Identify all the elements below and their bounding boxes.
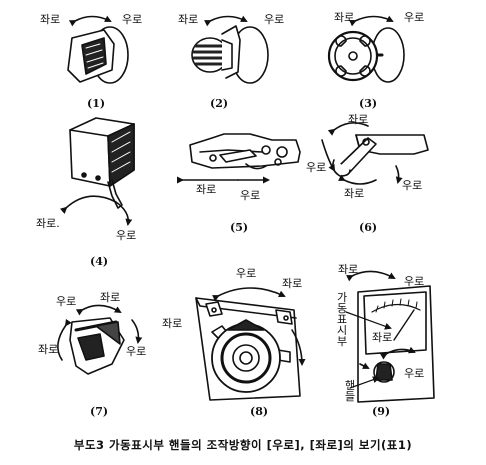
- fig7-number: (7): [90, 405, 109, 418]
- figure-4-box-drawing: [59, 117, 135, 226]
- fig2-right-label: 우로: [264, 13, 285, 26]
- figure-3-wheel-drawing: [327, 15, 405, 83]
- fig6-number: (6): [359, 221, 378, 234]
- figure-7-knob-drawing: [57, 304, 143, 375]
- figure-1-knob-drawing: [67, 15, 129, 84]
- fig4-right-label: 우로: [116, 229, 137, 242]
- fig7-right-label-top: 우로: [56, 295, 77, 308]
- fig3-number: (3): [359, 97, 378, 110]
- figure-5-lever-drawing: [177, 133, 301, 184]
- figure-8-panel-drawing: [195, 287, 306, 401]
- fig9-right-label-top: 우로: [404, 275, 425, 288]
- fig2-number: (2): [210, 97, 229, 110]
- figure-9-meter-panel-drawing: [345, 270, 435, 403]
- fig8-left-label-left: 좌로: [162, 317, 183, 330]
- fig8-right-label: 우로: [236, 267, 257, 280]
- figure-6-lever-drawing: [321, 122, 429, 185]
- fig5-right-label: 우로: [240, 189, 261, 202]
- fig8-left-label-right: 좌로: [282, 277, 303, 290]
- fig9-handle-label: 핸들: [344, 379, 356, 403]
- fig1-right-label: 우로: [122, 13, 143, 26]
- fig1-number: (1): [87, 97, 106, 110]
- fig5-number: (5): [230, 221, 249, 234]
- fig4-left-label: 좌로.: [36, 217, 60, 230]
- fig2-left-label: 좌로: [178, 13, 199, 26]
- fig7-left-label-bottom: 좌로: [38, 343, 59, 356]
- fig7-left-label-top: 좌로: [100, 291, 121, 304]
- fig6-left-label-bottom: 좌로: [344, 187, 365, 200]
- fig3-right-label: 우로: [404, 11, 425, 24]
- fig6-left-label-top: 좌로: [348, 113, 369, 126]
- fig7-right-label-bottom: 우로: [126, 345, 147, 358]
- figure-2-knob-drawing: [191, 15, 269, 84]
- fig9-left-label-middle: 좌로: [372, 331, 393, 344]
- fig9-left-label-top: 좌로: [338, 263, 359, 276]
- fig9-number: (9): [372, 405, 391, 418]
- fig9-right-label-middle: 우로: [404, 367, 425, 380]
- fig4-number: (4): [90, 255, 109, 268]
- fig1-left-label: 좌로: [40, 13, 61, 26]
- fig9-movable-indicator-label: 가동표시부: [336, 291, 348, 348]
- fig8-number: (8): [250, 405, 269, 418]
- fig6-right-label-left: 우로: [306, 161, 327, 174]
- figure-caption: 부도3 가동표시부 핸들의 조작방향이 [우로], [좌로]의 보기(표1): [73, 438, 413, 452]
- fig5-left-label: 좌로: [196, 183, 217, 196]
- fig6-right-label-bottom: 우로: [402, 179, 423, 192]
- fig3-left-label: 좌로: [334, 11, 355, 24]
